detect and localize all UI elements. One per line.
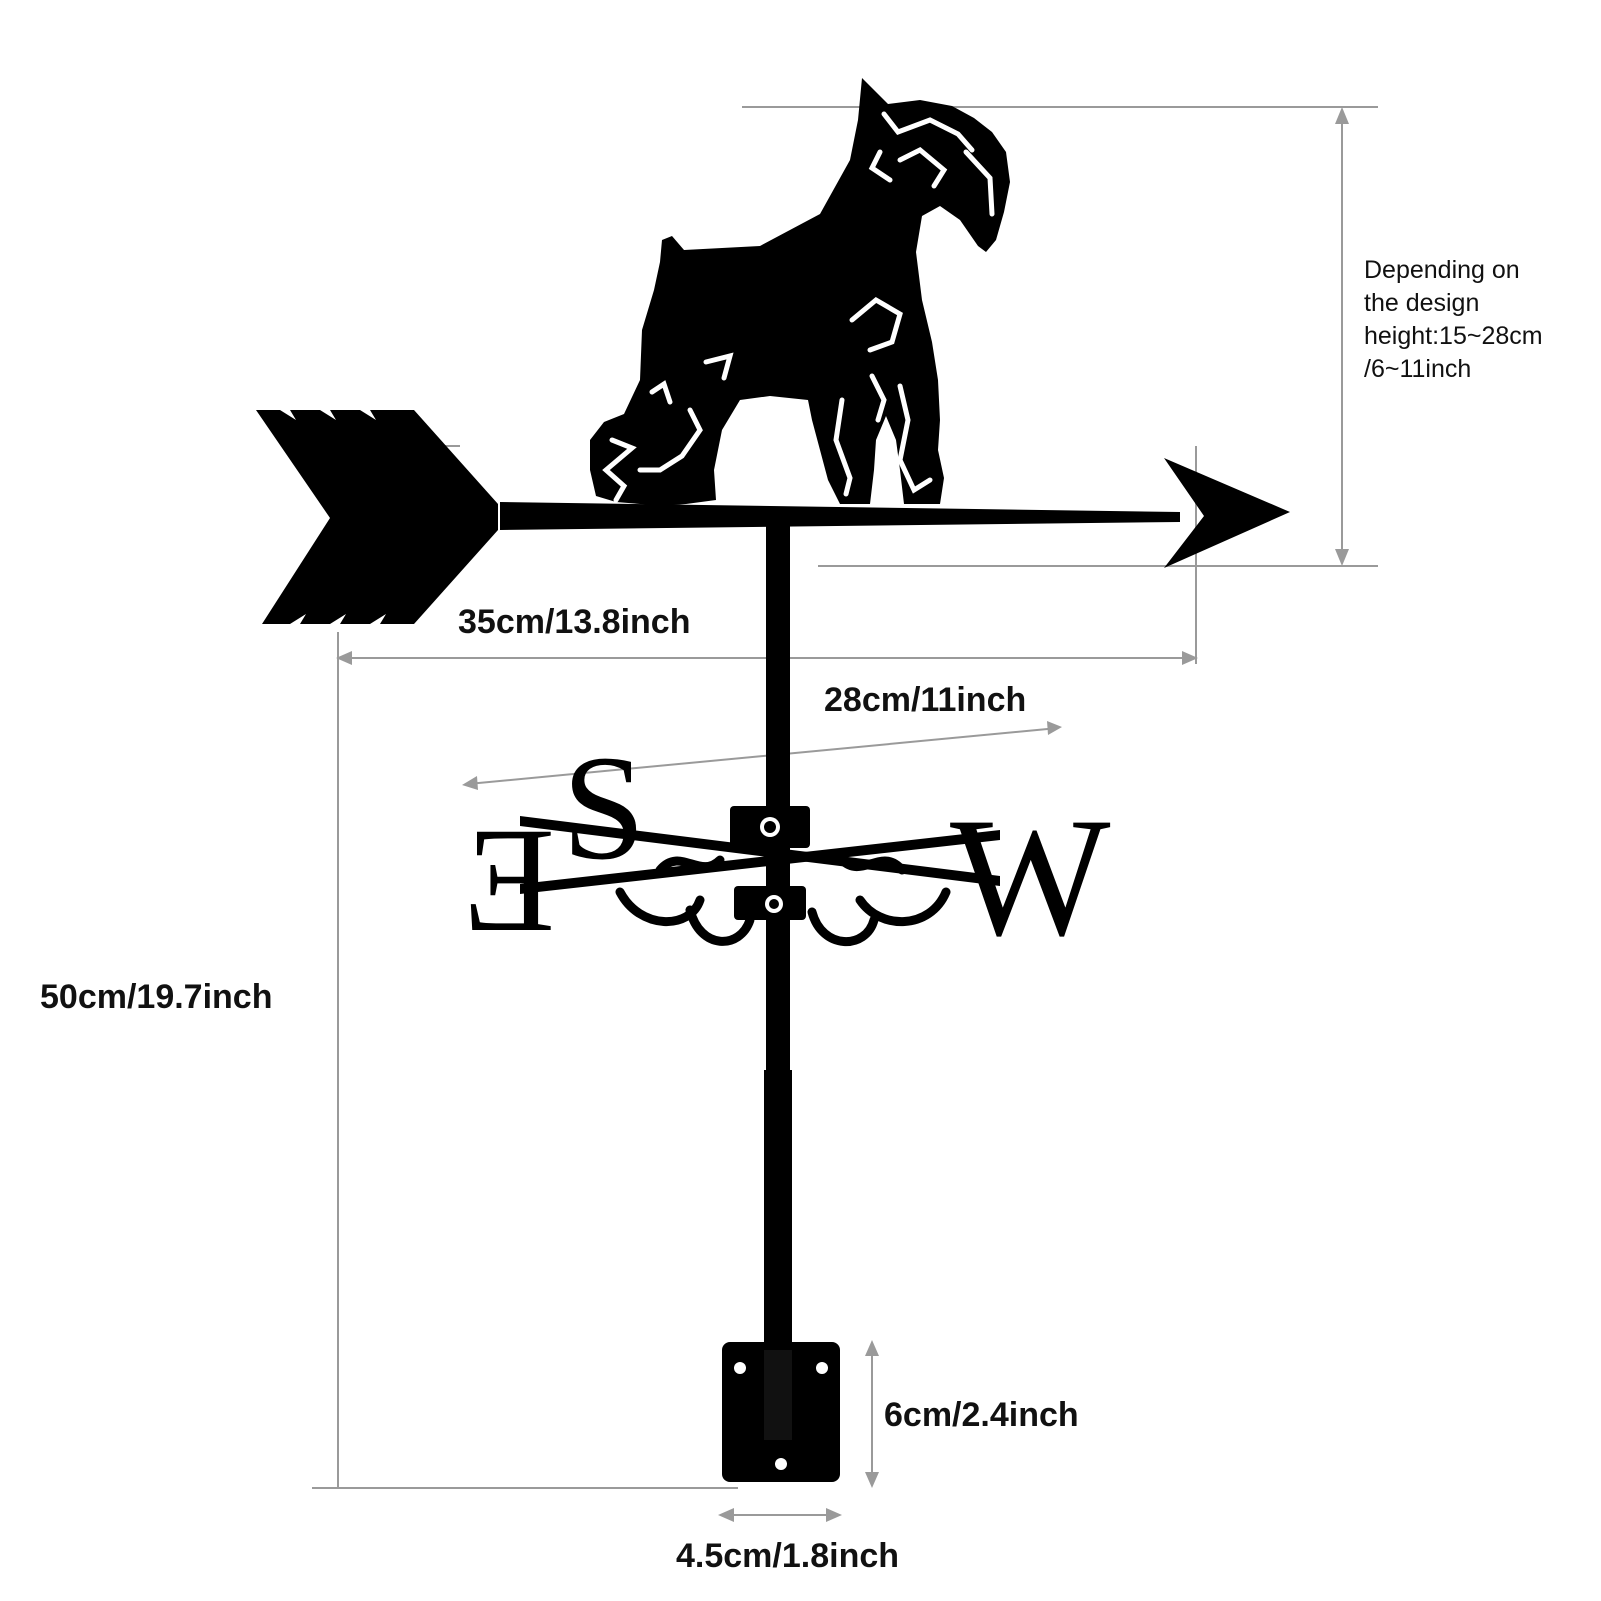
base-height-head-top [865, 1340, 879, 1356]
arrow-head [1164, 458, 1290, 568]
direction-span-head-right [1047, 721, 1062, 735]
base-width-head-right [826, 1508, 842, 1522]
compass-scrollwork [615, 855, 951, 947]
pole-base-socket [764, 1350, 792, 1440]
height-arrow-head-top [1335, 107, 1349, 124]
compass-assembly: S E W [463, 725, 1111, 971]
compass-letter-e: E [463, 797, 555, 963]
mounting-base [722, 1342, 840, 1482]
arrow-tail [256, 410, 498, 624]
pole [764, 526, 792, 1450]
compass-letter-w: W [950, 783, 1111, 971]
upper-bolt-center [764, 821, 776, 833]
base-width-head-left [718, 1508, 734, 1522]
lower-bolt-center [769, 899, 779, 909]
tail-notches [280, 410, 386, 624]
compass-arm-e-to-w [520, 830, 1000, 894]
arrow-length-label: 35cm/13.8inch [458, 603, 690, 641]
total-height-label: 50cm/19.7inch [40, 978, 272, 1016]
height-note: Depending on the design height:15~28cm /… [1364, 256, 1543, 383]
direction-span-line [467, 727, 1059, 785]
base-height-head-bottom [865, 1472, 879, 1488]
base-height-label: 6cm/2.4inch [884, 1396, 1079, 1434]
arrow-length-head-right [1182, 651, 1198, 665]
height-note-line-3: height:15~28cm [1364, 322, 1543, 350]
dog-body [590, 78, 1010, 506]
arrow-length-head-left [336, 651, 352, 665]
arrow-shaft [500, 502, 1180, 530]
direction-span-head-left [462, 776, 478, 790]
base-width-label: 4.5cm/1.8inch [676, 1537, 899, 1575]
height-note-line-4: /6~11inch [1364, 355, 1471, 383]
terrier-silhouette [590, 78, 1010, 506]
direction-span-label: 28cm/11inch [824, 681, 1026, 719]
height-note-line-1: Depending on [1364, 256, 1520, 284]
height-arrow-head-bottom [1335, 549, 1349, 566]
base-hole-top-left [734, 1362, 746, 1374]
base-hole-top-right [816, 1362, 828, 1374]
height-note-line-2: the design [1364, 289, 1479, 317]
compass-letter-s: S [562, 725, 645, 891]
compass-arm-se-to-w [520, 816, 1000, 886]
base-hole-bottom [775, 1458, 787, 1470]
direction-arrow [256, 410, 1290, 624]
dog-fur-highlights [602, 111, 995, 503]
